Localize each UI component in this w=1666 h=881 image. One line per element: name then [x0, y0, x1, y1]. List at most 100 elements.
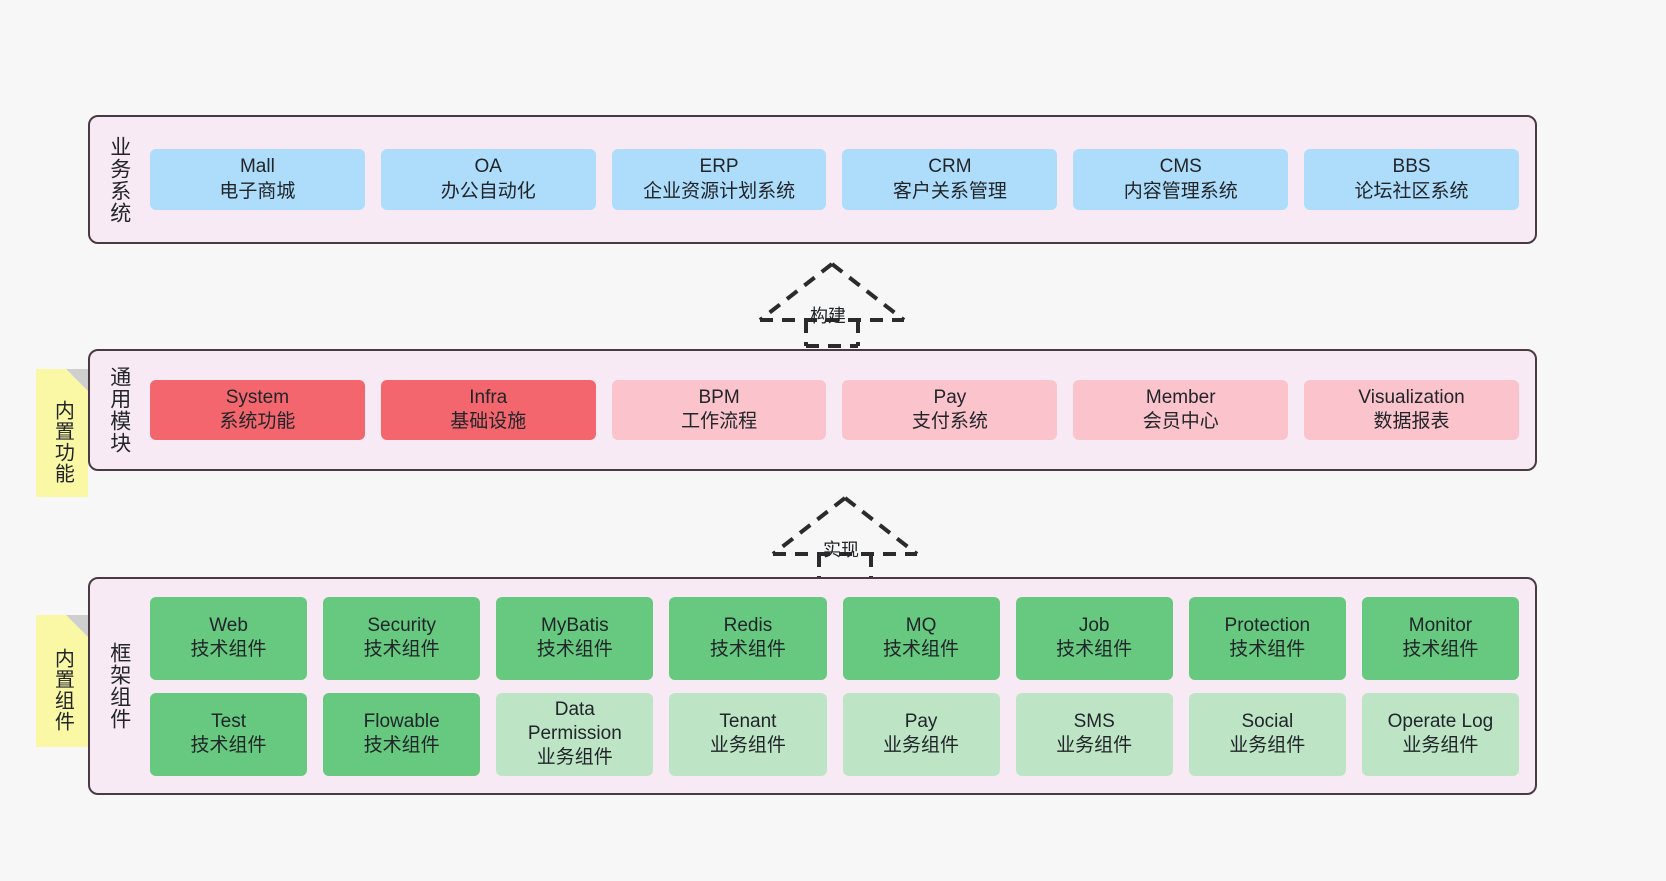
layer-body-framework-components: Web 技术组件 Security 技术组件 MyBatis 技术组件 Redi… — [142, 579, 1535, 793]
module-desc: 系统功能 — [219, 411, 296, 432]
module-card-monitor[interactable]: Monitor 技术组件 — [1361, 596, 1519, 680]
module-desc: 客户关系管理 — [892, 180, 1007, 202]
module-desc: 业务组件 — [1229, 735, 1306, 756]
module-card-mall[interactable]: Mall 电子商城 — [150, 149, 365, 210]
layer-body-business-systems: Mall 电子商城 OA 办公自动化 ERP 企业资源计划系统 CRM 客户关系… — [142, 117, 1535, 242]
module-name: Pay — [904, 710, 938, 732]
module-desc: 业务组件 — [709, 735, 786, 756]
module-name: SMS — [1073, 710, 1115, 732]
connector-implement: 实现 — [765, 492, 925, 582]
module-name: Pay — [933, 386, 967, 408]
module-name: Member — [1145, 386, 1216, 408]
module-card-oa[interactable]: OA 办公自动化 — [380, 149, 596, 210]
module-desc: 技术组件 — [363, 735, 440, 756]
layer-row: Mall 电子商城 OA 办公自动化 ERP 企业资源计划系统 CRM 客户关系… — [150, 149, 1519, 210]
module-card-social[interactable]: Social 业务组件 — [1188, 692, 1346, 776]
module-card-bbs[interactable]: BBS 论坛社区系统 — [1304, 149, 1519, 210]
module-card-mybatis[interactable]: MyBatis 技术组件 — [496, 596, 654, 680]
module-name: Mall — [239, 156, 275, 178]
connector-label-build: 构建 — [810, 306, 846, 326]
module-desc: 工作流程 — [681, 411, 758, 432]
module-name: Security — [367, 614, 436, 636]
layer-row: Test 技术组件 Flowable 技术组件 Data Permission … — [150, 692, 1519, 776]
module-desc: 技术组件 — [883, 639, 960, 660]
module-card-security[interactable]: Security 技术组件 — [323, 596, 481, 680]
module-card-erp[interactable]: ERP 企业资源计划系统 — [611, 149, 827, 210]
module-name: CMS — [1159, 156, 1202, 178]
module-desc: 技术组件 — [1056, 639, 1133, 660]
module-name: Protection — [1224, 614, 1311, 636]
module-name: ERP — [699, 156, 739, 178]
module-name: Operate Log — [1387, 710, 1494, 732]
module-desc: 论坛社区系统 — [1354, 180, 1469, 202]
module-card-mq[interactable]: MQ 技术组件 — [842, 596, 1000, 680]
folded-corner-icon — [66, 615, 88, 637]
module-card-operate-log[interactable]: Operate Log 业务组件 — [1361, 692, 1519, 776]
connector-label-implement: 实现 — [823, 540, 859, 560]
module-name: CRM — [928, 156, 972, 178]
module-card-sms[interactable]: SMS 业务组件 — [1015, 692, 1173, 776]
layer-row: System 系统功能 Infra 基础设施 BPM 工作流程 Pay 支付系统… — [150, 379, 1519, 441]
module-desc: 业务组件 — [883, 735, 960, 756]
module-desc: 技术组件 — [1402, 639, 1479, 660]
module-card-visualization[interactable]: Visualization 数据报表 — [1304, 379, 1519, 441]
module-card-member[interactable]: Member 会员中心 — [1073, 379, 1289, 441]
module-card-cms[interactable]: CMS 内容管理系统 — [1073, 149, 1289, 210]
module-name: MyBatis — [541, 614, 609, 636]
note-label: 内置功能 — [51, 400, 74, 484]
note-builtin-components: 内置组件 — [36, 615, 88, 747]
note-builtin-features: 内置功能 — [36, 369, 88, 497]
layer-title-business-systems: 业务系统 — [107, 135, 131, 224]
module-desc: 技术组件 — [1229, 639, 1306, 660]
module-name: MQ — [905, 614, 937, 636]
connector-build: 构建 — [752, 258, 912, 348]
module-desc: 电子商城 — [219, 180, 296, 202]
module-name: Job — [1078, 614, 1110, 636]
module-name: Test — [211, 710, 246, 732]
module-name: Data Permission — [527, 698, 622, 744]
layer-body-common-modules: System 系统功能 Infra 基础设施 BPM 工作流程 Pay 支付系统… — [142, 351, 1535, 469]
module-card-bpm[interactable]: BPM 工作流程 — [611, 379, 827, 441]
module-card-job[interactable]: Job 技术组件 — [1015, 596, 1173, 680]
module-name: BBS — [1392, 156, 1431, 178]
module-name: Tenant — [719, 710, 777, 732]
module-desc: 办公自动化 — [440, 180, 536, 202]
layer-title-framework-components: 框架组件 — [107, 642, 131, 730]
module-card-protection[interactable]: Protection 技术组件 — [1188, 596, 1346, 680]
module-desc: 技术组件 — [709, 639, 786, 660]
module-card-flowable[interactable]: Flowable 技术组件 — [323, 692, 481, 776]
module-name: Flowable — [363, 710, 440, 732]
module-card-tenant[interactable]: Tenant 业务组件 — [669, 692, 827, 776]
module-card-web[interactable]: Web 技术组件 — [150, 596, 308, 680]
layer-common-modules: 通用模块 System 系统功能 Infra 基础设施 BPM 工作流程 Pay… — [88, 349, 1537, 471]
module-desc: 支付系统 — [911, 411, 988, 432]
module-card-system[interactable]: System 系统功能 — [150, 379, 365, 441]
module-name: Infra — [469, 386, 508, 408]
module-card-infra[interactable]: Infra 基础设施 — [380, 379, 596, 441]
module-name: Web — [209, 614, 248, 636]
module-name: Visualization — [1358, 386, 1465, 408]
module-name: Social — [1241, 710, 1294, 732]
dashed-open-arrow-up-icon — [758, 262, 906, 348]
layer-row: Web 技术组件 Security 技术组件 MyBatis 技术组件 Redi… — [150, 596, 1519, 680]
module-name: System — [225, 386, 290, 408]
module-desc: 企业资源计划系统 — [643, 180, 796, 202]
module-name: Redis — [723, 614, 773, 636]
module-card-data-permission[interactable]: Data Permission 业务组件 — [496, 692, 654, 776]
module-card-test[interactable]: Test 技术组件 — [150, 692, 308, 776]
module-name: BPM — [698, 386, 740, 408]
module-desc: 内容管理系统 — [1123, 180, 1238, 202]
module-desc: 业务组件 — [1056, 735, 1133, 756]
module-desc: 技术组件 — [190, 735, 267, 756]
module-card-pay[interactable]: Pay 支付系统 — [842, 379, 1058, 441]
module-desc: 基础设施 — [450, 411, 527, 432]
module-desc: 业务组件 — [1402, 735, 1479, 756]
module-card-redis[interactable]: Redis 技术组件 — [669, 596, 827, 680]
layer-business-systems: 业务系统 Mall 电子商城 OA 办公自动化 ERP 企业资源计划系统 CRM… — [88, 115, 1537, 244]
note-label: 内置组件 — [51, 648, 74, 732]
layer-framework-components: 框架组件 Web 技术组件 Security 技术组件 MyBatis 技术组件… — [88, 577, 1537, 795]
module-card-pay-business[interactable]: Pay 业务组件 — [842, 692, 1000, 776]
folded-corner-icon — [66, 369, 88, 391]
module-card-crm[interactable]: CRM 客户关系管理 — [842, 149, 1058, 210]
